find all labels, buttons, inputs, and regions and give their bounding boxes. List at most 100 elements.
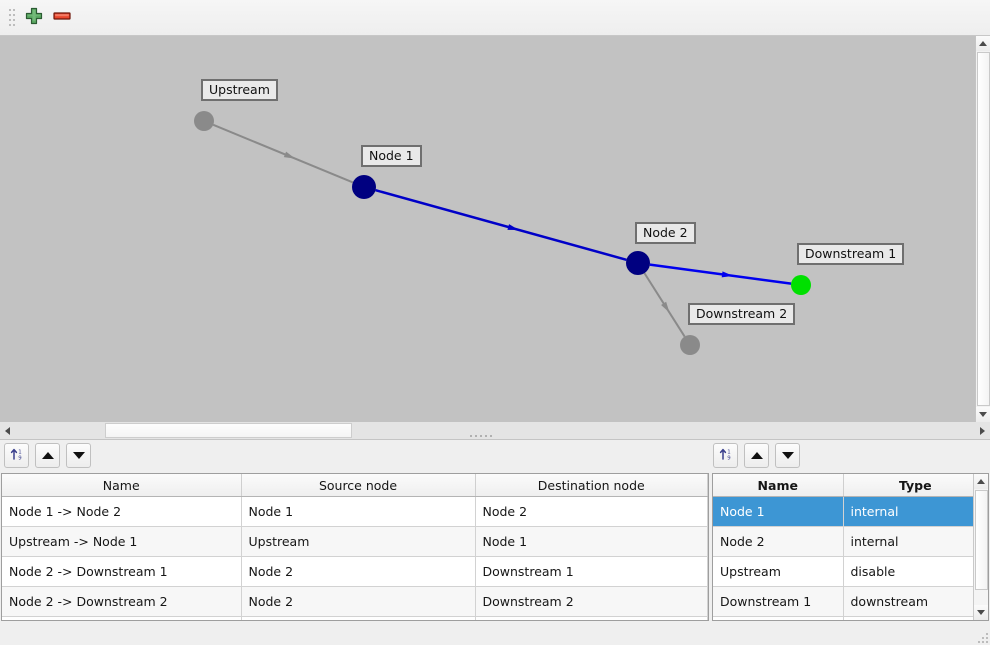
cell-empty — [713, 616, 844, 620]
add-node-button[interactable] — [20, 5, 48, 31]
edges-table-toolbar: 1 9 — [4, 442, 91, 468]
graph-node-label-upstream[interactable]: Upstream — [201, 79, 278, 101]
red-minus-icon — [51, 6, 73, 29]
nodes-vscroll-thumb[interactable] — [975, 490, 988, 590]
cell-source[interactable]: Upstream — [241, 526, 476, 557]
cell-destination[interactable]: Downstream 1 — [475, 556, 708, 587]
column-header-source-node[interactable]: Source node — [241, 474, 476, 497]
cell-source[interactable]: Node 1 — [241, 496, 476, 527]
cell-name[interactable]: Downstream 1 — [713, 586, 844, 617]
cell-empty — [241, 616, 476, 620]
triangle-up-icon — [41, 451, 54, 459]
column-header-type[interactable]: Type — [843, 474, 988, 497]
cell-destination[interactable]: Downstream 2 — [475, 586, 708, 617]
graph-edge[interactable] — [649, 263, 792, 285]
nodes-move-down-button[interactable] — [775, 442, 800, 468]
cell-type[interactable]: internal — [843, 526, 988, 557]
sort-ascending-icon: 1 9 — [718, 446, 734, 465]
nodes-sort-button[interactable]: 1 9 — [713, 442, 738, 468]
cell-name[interactable]: Upstream — [713, 556, 844, 587]
graph-node-node1[interactable] — [352, 175, 376, 199]
scroll-down-button[interactable] — [974, 605, 988, 620]
scroll-left-button[interactable] — [0, 422, 15, 439]
graph-vertical-scrollbar[interactable] — [975, 36, 990, 422]
cell-source[interactable]: Node 2 — [241, 586, 476, 617]
graph-vscroll-thumb[interactable] — [977, 52, 990, 406]
column-header-name[interactable]: Name — [713, 474, 844, 497]
cell-source[interactable]: Node 2 — [241, 556, 476, 587]
svg-text:9: 9 — [18, 455, 22, 461]
cell-type[interactable]: disable — [843, 556, 988, 587]
graph-node-label-node2[interactable]: Node 2 — [635, 222, 696, 244]
main-toolbar — [0, 0, 990, 36]
remove-node-button[interactable] — [48, 5, 76, 31]
cell-type[interactable]: internal — [843, 496, 988, 527]
graph-edge[interactable] — [375, 189, 627, 261]
cell-empty — [475, 616, 708, 620]
svg-text:9: 9 — [727, 455, 731, 461]
cell-empty — [2, 616, 242, 620]
edge-arrow-icon — [721, 271, 734, 278]
panel-splitter[interactable] — [461, 434, 501, 438]
chevron-down-icon — [979, 412, 987, 417]
nodes-table-scrollbar[interactable] — [973, 474, 988, 620]
chevron-up-icon — [977, 479, 985, 484]
edges-sort-button[interactable]: 1 9 — [4, 442, 29, 468]
triangle-up-icon — [750, 451, 763, 459]
edge-arrow-icon — [283, 151, 296, 159]
chevron-down-icon — [977, 610, 985, 615]
window-resize-grip[interactable] — [978, 633, 988, 643]
toolbar-drag-handle[interactable] — [5, 7, 14, 29]
column-header-name[interactable]: Name — [2, 474, 242, 497]
edges-move-down-button[interactable] — [66, 442, 91, 468]
graph-node-downstream1[interactable] — [791, 275, 811, 295]
graph-node-label-node1[interactable]: Node 1 — [361, 145, 422, 167]
graph-edge[interactable] — [212, 123, 354, 184]
chevron-left-icon — [5, 426, 10, 435]
column-header-destination-node[interactable]: Destination node — [475, 474, 708, 497]
graph-node-downstream2[interactable] — [680, 335, 700, 355]
cell-name[interactable]: Node 2 -> Downstream 1 — [2, 556, 242, 587]
cell-destination[interactable]: Node 2 — [475, 496, 708, 527]
cell-name[interactable]: Node 2 — [713, 526, 844, 557]
cell-name[interactable]: Node 2 -> Downstream 2 — [2, 586, 242, 617]
green-plus-icon — [24, 6, 44, 29]
edges-move-up-button[interactable] — [35, 442, 60, 468]
cell-type[interactable]: downstream — [843, 586, 988, 617]
cell-name[interactable]: Node 1 -> Node 2 — [2, 496, 242, 527]
graph-node-upstream[interactable] — [194, 111, 214, 131]
triangle-down-icon — [781, 451, 794, 459]
graph-node-label-downstream2[interactable]: Downstream 2 — [688, 303, 796, 325]
scroll-up-button[interactable] — [976, 36, 990, 51]
scroll-right-button[interactable] — [975, 422, 990, 439]
graph-node-label-downstream1[interactable]: Downstream 1 — [797, 243, 905, 265]
nodes-move-up-button[interactable] — [744, 442, 769, 468]
nodes-table-toolbar: 1 9 — [713, 442, 800, 468]
scroll-up-button[interactable] — [974, 474, 988, 489]
graph-hscroll-thumb[interactable] — [105, 423, 352, 438]
cell-name[interactable]: Upstream -> Node 1 — [2, 526, 242, 557]
scroll-down-button[interactable] — [976, 407, 990, 422]
svg-text:1: 1 — [727, 449, 730, 455]
graph-node-node2[interactable] — [626, 251, 650, 275]
svg-text:1: 1 — [18, 449, 21, 455]
chevron-right-icon — [980, 426, 985, 435]
cell-name[interactable]: Node 1 — [713, 496, 844, 527]
cell-destination[interactable]: Node 1 — [475, 526, 708, 557]
cell-empty — [843, 616, 988, 620]
graph-horizontal-scrollbar[interactable] — [0, 422, 990, 440]
edge-arrow-icon — [661, 301, 670, 313]
